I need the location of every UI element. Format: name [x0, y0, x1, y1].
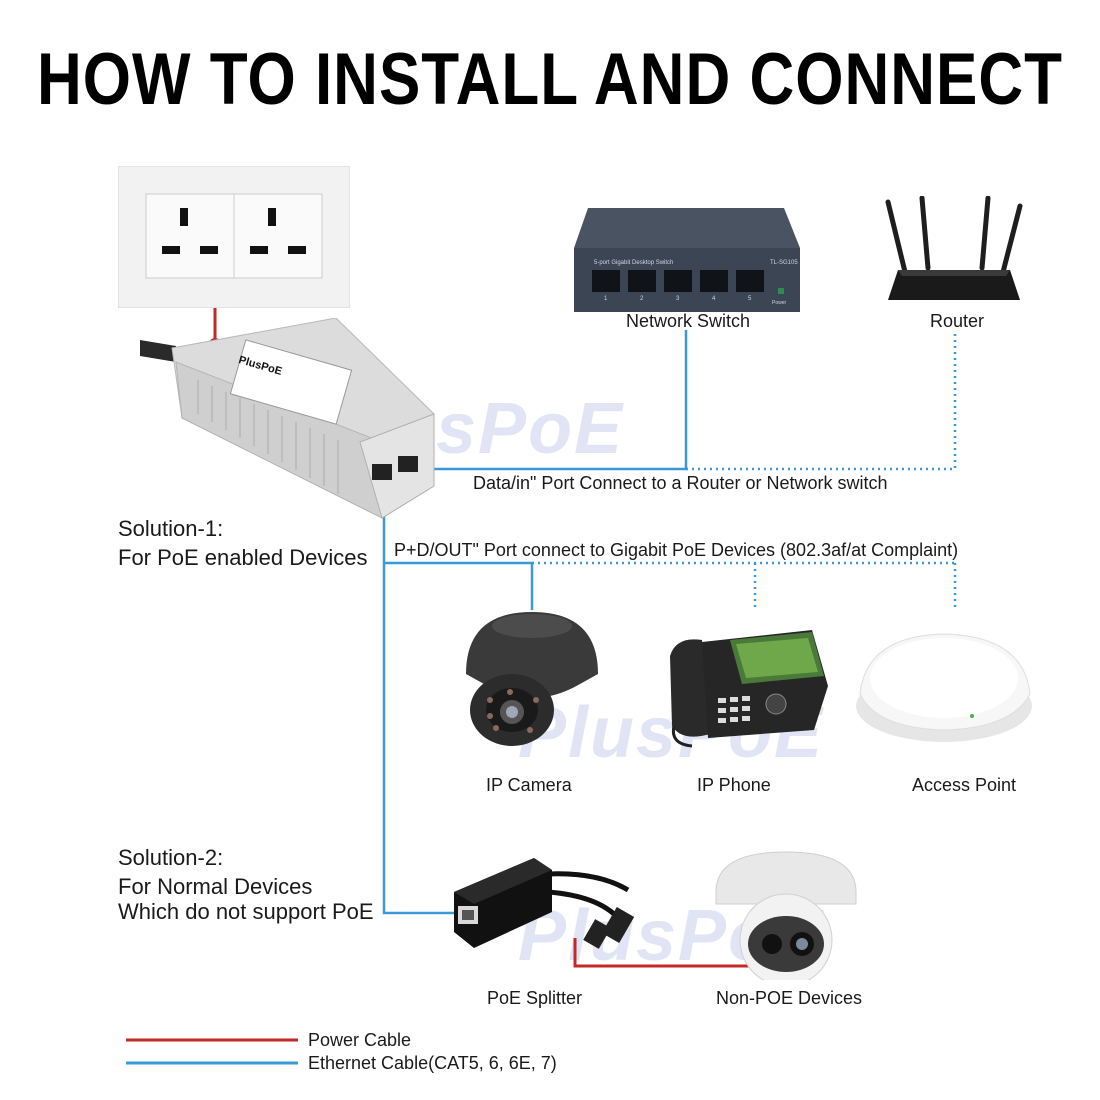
- poe-injector: [140, 318, 435, 519]
- switch-port-4: 4: [712, 296, 716, 302]
- ethernet-data-in-switch: [420, 330, 688, 471]
- switch-label: Network Switch: [626, 311, 751, 331]
- camera-label: IP Camera: [486, 775, 572, 795]
- non-poe-label: Non-POE Devices: [716, 988, 863, 1008]
- ip-phone: [670, 630, 828, 748]
- ip-camera: [466, 612, 598, 746]
- ap-label: Access Point: [912, 775, 1017, 795]
- solution-1-desc: For PoE enabled Devices: [118, 545, 368, 570]
- legend-power-label: Power Cable: [308, 1030, 412, 1050]
- router-label: Router: [930, 311, 985, 331]
- wall-socket: [118, 166, 350, 308]
- router: [885, 196, 1023, 300]
- non-poe-device: [715, 851, 857, 980]
- switch-model: TL-SG105: [770, 260, 798, 266]
- poe-splitter: [454, 858, 635, 949]
- solution-2-desc-2: Which do not support PoE: [118, 899, 374, 924]
- phone-label: IP Phone: [697, 775, 771, 795]
- switch-port-2: 2: [640, 296, 644, 302]
- switch-power-text: Power: [772, 300, 787, 306]
- ethernet-out-camera: [384, 561, 534, 610]
- pd-out-caption: P+D/OUT" Port connect to Gigabit PoE Dev…: [394, 540, 959, 560]
- switch-model-text: 5-port Gigabit Desktop Switch: [594, 260, 673, 266]
- solution-2-title: Solution-2:: [118, 845, 224, 870]
- network-switch: 5-port Gigabit Desktop Switch TL-SG105 P…: [574, 208, 800, 312]
- switch-port-5: 5: [748, 296, 752, 302]
- switch-port-3: 3: [676, 296, 680, 302]
- data-in-caption: Data/in" Port Connect to a Router or Net…: [473, 473, 888, 493]
- ethernet-out-splitter: [382, 488, 460, 915]
- solution-2-desc-1: For Normal Devices: [118, 874, 313, 899]
- access-point: [856, 633, 1032, 742]
- solution-1: Solution-1: For PoE enabled Devices: [118, 514, 367, 572]
- page-title: HOW TO INSTALL AND CONNECT: [37, 39, 1063, 121]
- splitter-label: PoE Splitter: [487, 988, 583, 1008]
- solution-2: Solution-2: For Normal Devices Which do …: [118, 843, 374, 926]
- switch-port-1: 1: [604, 296, 608, 302]
- legend-ethernet-label: Ethernet Cable(CAT5, 6, 6E, 7): [308, 1053, 557, 1073]
- ethernet-data-in-router: [686, 334, 957, 471]
- solution-1-title: Solution-1:: [118, 516, 224, 541]
